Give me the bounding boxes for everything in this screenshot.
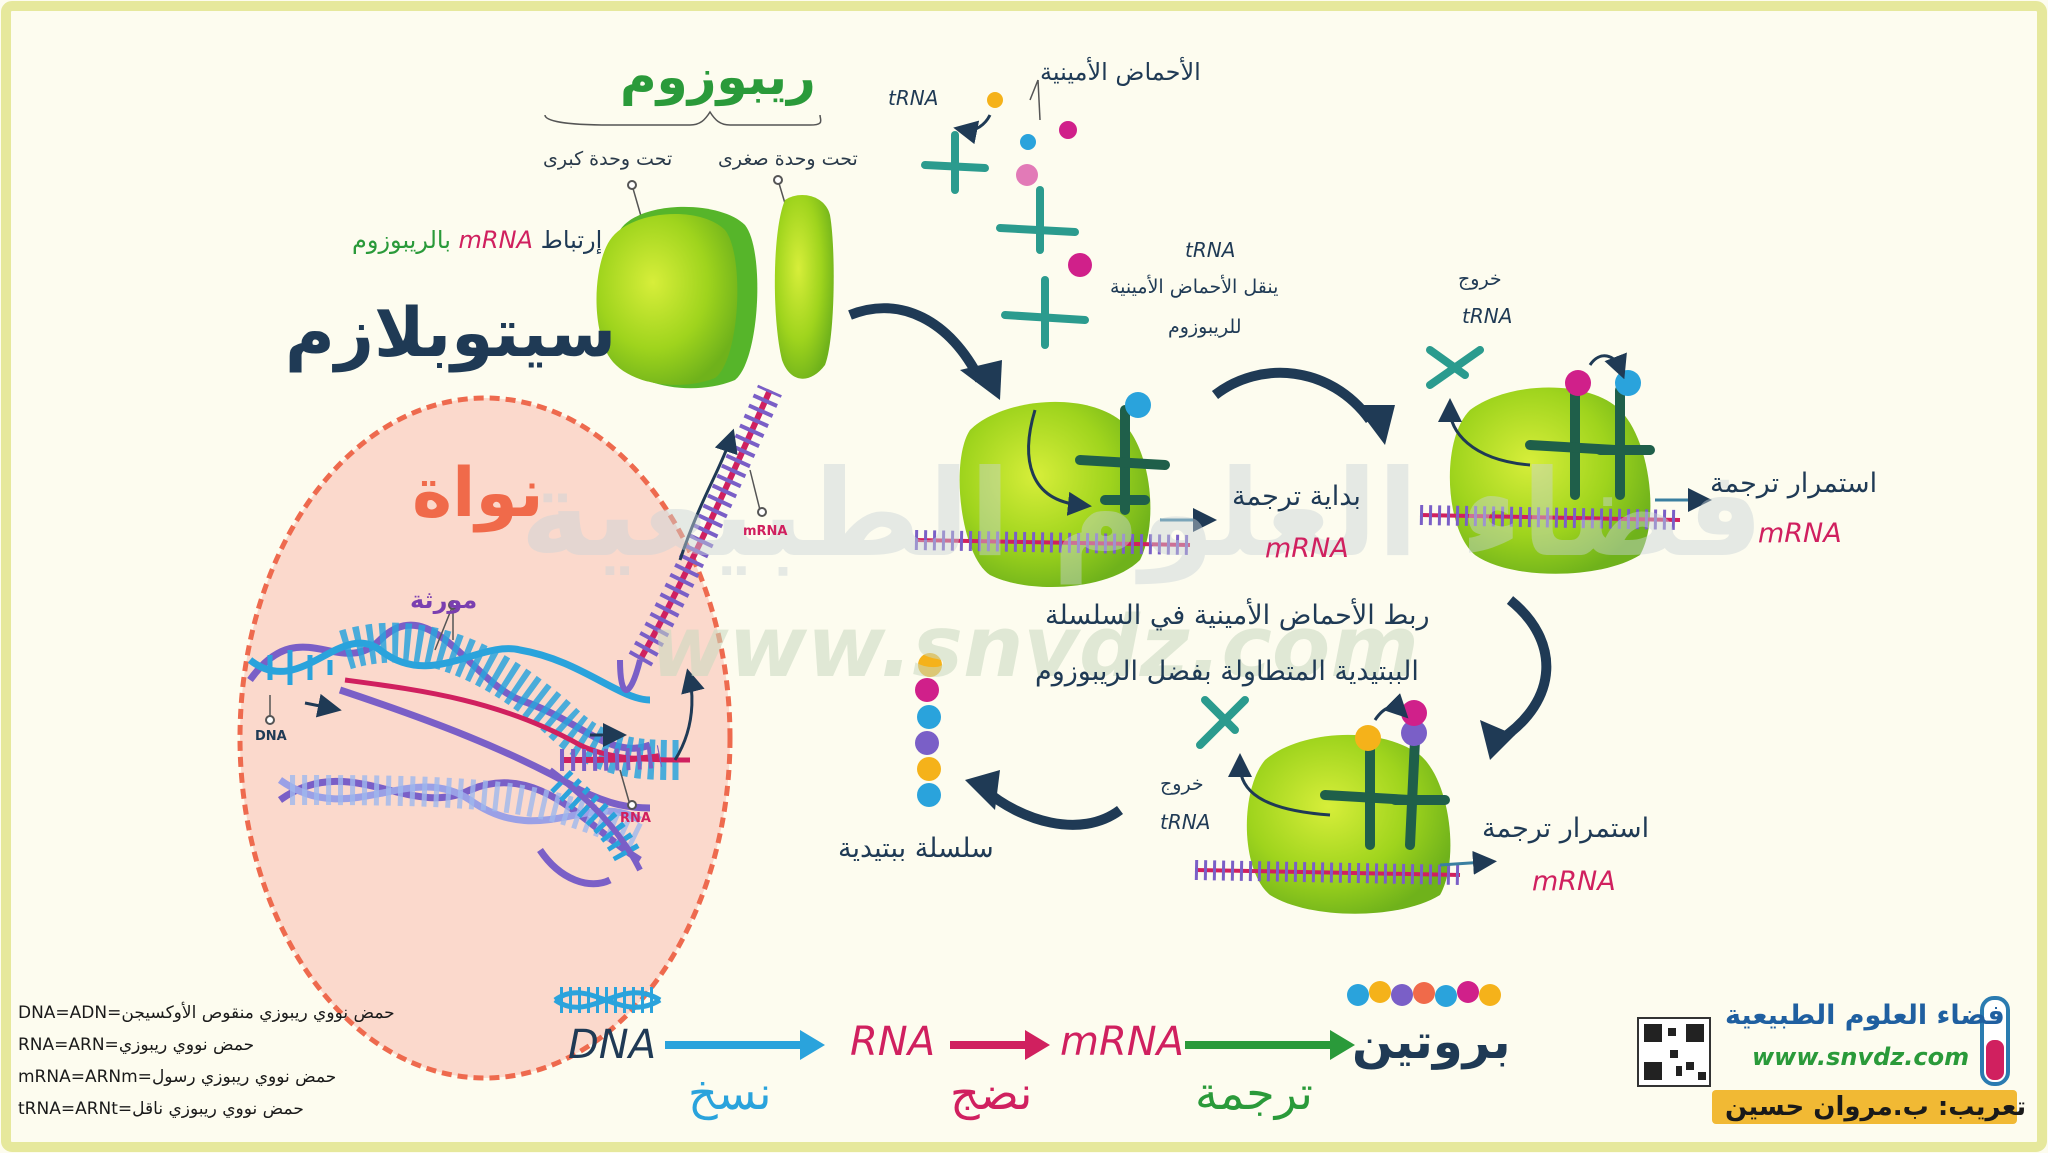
- ribosome-stage-3: [1194, 693, 1497, 914]
- flow-rna: RNA: [850, 1019, 936, 1065]
- glossary-item: RNA=ARN=حمض نووي ريبوزي: [18, 1035, 255, 1055]
- flow-dna-icon: [553, 987, 662, 1013]
- watermark-arabic: فضاء العلوم الطبيعية: [520, 445, 1764, 584]
- glossary-item: tRNA=ARNt=حمض نووي ريبوزي ناقل: [18, 1099, 304, 1119]
- amino-acids: [953, 92, 1092, 277]
- title-nucleus: نواة: [412, 454, 544, 533]
- stage-arrows: [848, 303, 1552, 830]
- label-trna-carries-1: tRNA: [1185, 238, 1236, 262]
- label-trna-top: tRNA: [888, 86, 939, 110]
- glossary: DNA=ADN=حمض نووي ريبوزي منقوص الأوكسيجن …: [18, 1005, 428, 1118]
- brand-name: فضاء العلوم الطبيعية: [1725, 1000, 2005, 1031]
- label-exit-2: tRNA: [1462, 304, 1513, 328]
- label-exit-4: tRNA: [1160, 810, 1211, 834]
- protein-beads: [1347, 981, 1501, 1007]
- label-exit-3: خروج: [1160, 773, 1204, 795]
- label-peptide-chain: سلسلة ببتيدية: [838, 833, 994, 864]
- label-link-1: ربط الأحماض الأمينية في السلسلة: [1045, 600, 1430, 631]
- ribosome-subunits: [596, 195, 834, 389]
- watermark-url: www.snvdz.com: [650, 598, 1419, 697]
- ribosome-stage-1: [914, 392, 1217, 587]
- label-exit-1: خروج: [1458, 268, 1502, 290]
- label-rna-nucleus: RNA: [620, 811, 651, 826]
- dna-helix-right: [548, 767, 643, 872]
- label-continue-1: استمرار ترجمة: [1710, 468, 1878, 499]
- nucleus: [237, 395, 733, 1081]
- label-start-translation: بداية ترجمة: [1232, 481, 1361, 512]
- label-mrna-binding: إرتباط mRNA بالريبوزوم: [352, 228, 602, 252]
- label-large-subunit: تحت وحدة كبرى: [543, 148, 673, 170]
- flow-dna: DNA: [568, 1022, 657, 1068]
- free-trna-icons: [921, 131, 1484, 749]
- label-small-subunit: تحت وحدة صغرى: [718, 148, 858, 170]
- glossary-item: mRNA=ARNm=حمض نووي ريبوزي رسول: [18, 1067, 337, 1087]
- label-mrna-b: mRNA: [1758, 518, 1842, 549]
- brand-url: www.snvdz.com: [1752, 1043, 1970, 1071]
- brand-logo: [1637, 996, 2017, 1124]
- flow-maturation: نضج: [950, 1066, 1033, 1120]
- label-mrna-nucleus: mRNA: [743, 524, 788, 539]
- trna-icon: [1075, 405, 1170, 515]
- label-continue-2: استمرار ترجمة: [1482, 813, 1650, 844]
- title-cytoplasm: سيتوبلازم: [285, 294, 617, 373]
- flow-mrna: mRNA: [1060, 1019, 1185, 1065]
- label-mrna-c: mRNA: [1532, 866, 1616, 897]
- title-ribosome: ريبوزوم: [620, 48, 816, 106]
- binding-prefix: إرتباط: [540, 226, 603, 254]
- label-trna-carries-3: للريبوزوم: [1168, 316, 1242, 338]
- flow-translation: ترجمة: [1195, 1066, 1313, 1120]
- rna-strand: [559, 384, 782, 771]
- label-amino-acids: الأحماض الأمينية: [1040, 58, 1201, 86]
- label-dna-nucleus: DNA: [255, 729, 287, 744]
- label-gene: مورثة: [410, 586, 478, 614]
- brand-credit: تعريب: ب.مروان حسين: [1725, 1092, 2027, 1122]
- peptide-chain: [915, 653, 942, 807]
- ribosome-stage-2: [1419, 352, 1712, 574]
- binding-mrna: mRNA: [458, 226, 533, 254]
- label-trna-carries-2: ينقل الأحماض الأمينية: [1110, 276, 1279, 298]
- label-link-2: الببتيدية المتطاولة بفضل الريبوزوم: [1035, 656, 1419, 687]
- flow-transcription: نسخ: [688, 1066, 772, 1120]
- label-mrna-a: mRNA: [1265, 533, 1349, 564]
- binding-suffix: بالريبوزوم: [352, 226, 451, 254]
- flow-protein: بروتين: [1352, 1014, 1511, 1070]
- glossary-item: DNA=ADN=حمض نووي ريبوزي منقوص الأوكسيجن: [18, 1003, 395, 1023]
